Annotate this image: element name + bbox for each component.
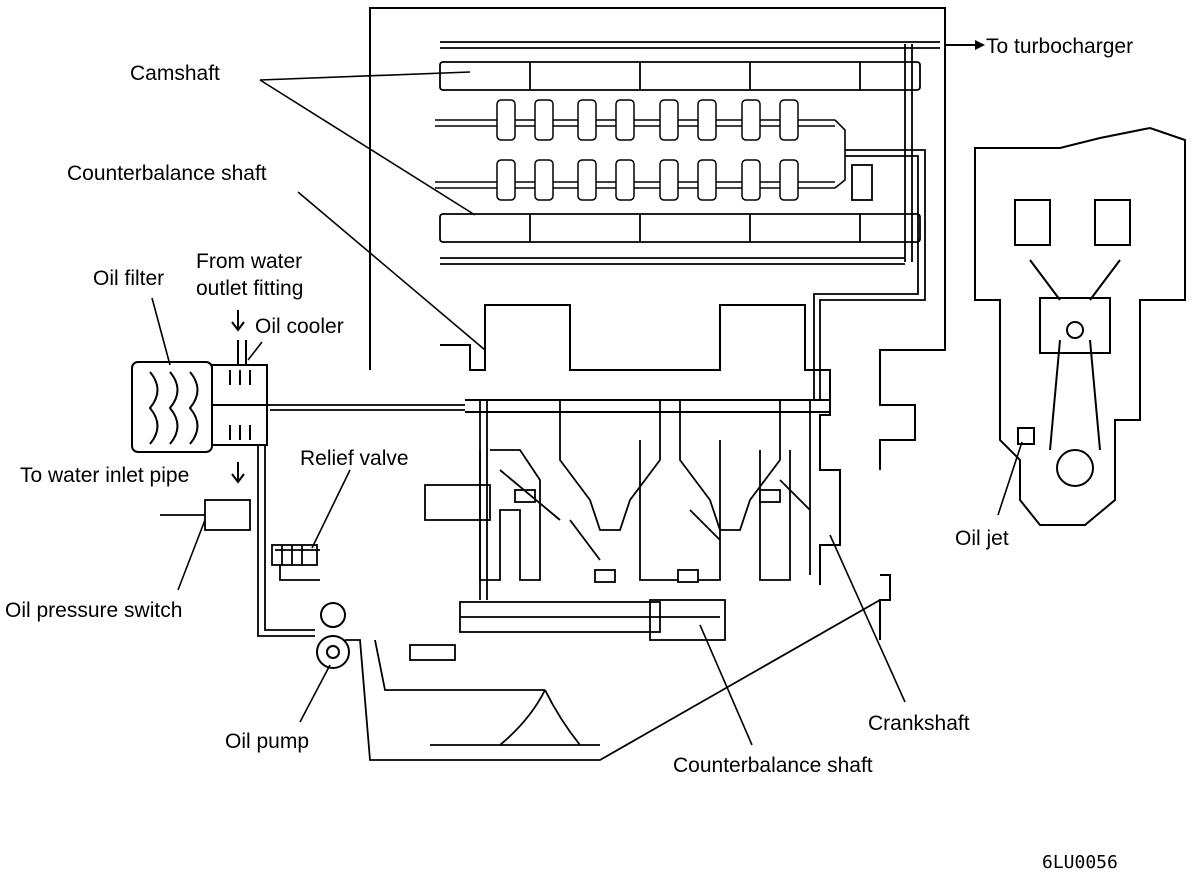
from-water-label-line2: outlet fitting — [196, 277, 303, 300]
oil-filter-label: Oil filter — [93, 267, 164, 290]
oil-pressure-switch-label: Oil pressure switch — [5, 599, 182, 622]
to-turbocharger-label: To turbocharger — [986, 35, 1133, 58]
crankshaft-label: Crankshaft — [868, 712, 970, 735]
piston-section — [974, 126, 1186, 526]
valve-lifters — [496, 99, 799, 201]
oil-pressure-switch-body — [160, 499, 251, 531]
pump-circuit-piping — [257, 445, 881, 761]
leader-lines — [151, 71, 1023, 746]
flow-arrows — [231, 310, 245, 484]
counterbalance-shaft-top-label: Counterbalance shaft — [67, 162, 267, 185]
oil-cooler-body — [211, 340, 270, 446]
oil-jet-label: Oil jet — [955, 527, 1009, 550]
bottom-counterbalance-shaft — [409, 599, 726, 661]
oil-cooler-label: Oil cooler — [255, 315, 344, 338]
crankshaft-assembly — [424, 400, 811, 583]
to-water-inlet-pipe-label: To water inlet pipe — [20, 464, 189, 487]
camshaft-label: Camshaft — [130, 62, 220, 85]
oil-pump-body — [316, 602, 350, 669]
block-oil-passages — [270, 400, 811, 600]
head-oil-gallery — [813, 44, 926, 400]
counterbalance-shaft-bottom-label: Counterbalance shaft — [673, 754, 873, 777]
lower-camshaft — [439, 213, 921, 265]
from-water-label-line1: From water — [196, 250, 302, 273]
relief-valve-label: Relief valve — [300, 447, 409, 470]
relief-valve-body — [271, 544, 318, 566]
upper-camshaft — [439, 41, 940, 91]
cylinder-head-outline — [369, 7, 946, 372]
oil-filter-body — [131, 361, 213, 453]
block-outline — [440, 304, 916, 640]
figure-code: 6LU0056 — [1042, 852, 1118, 873]
turbo-arrow-icon — [945, 40, 985, 50]
oil-pump-label: Oil pump — [225, 730, 309, 753]
